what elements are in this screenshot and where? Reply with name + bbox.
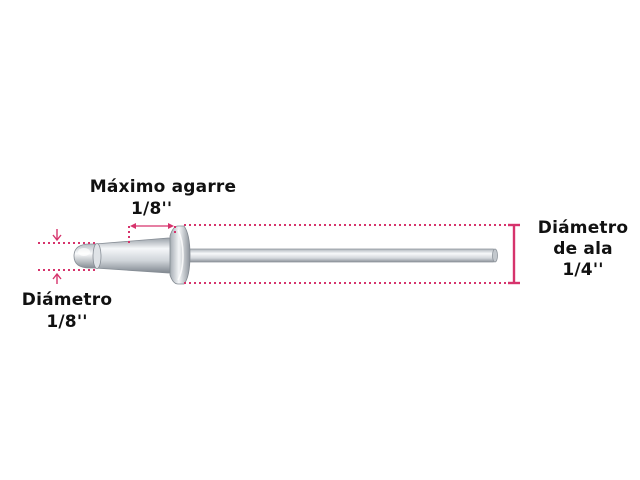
rivet — [73, 225, 498, 285]
shank-top-arrow-icon — [52, 229, 62, 242]
rivet-mandrel-head-highlight — [78, 248, 90, 256]
grip-value: 1/8'' — [131, 199, 173, 219]
shank-bottom-arrow-icon — [52, 272, 62, 284]
flange-diameter-title-line2: de ala — [553, 239, 613, 259]
flange-diameter-title-line1: Diámetro — [537, 218, 629, 238]
shank-diameter-title: Diámetro — [21, 290, 113, 310]
grip-title: Máximo agarre — [89, 177, 237, 197]
shank-diameter-label: Diámetro 1/8'' — [12, 290, 122, 333]
rivet-flange-highlight — [177, 229, 184, 281]
rivet-shank-lip — [92, 243, 102, 269]
rivet-mandrel-end — [492, 248, 498, 263]
rivet-shank — [94, 237, 173, 274]
shank-diameter-value: 1/8'' — [46, 312, 88, 332]
grip-arrow-right-icon — [168, 223, 174, 229]
flange-diameter-label: Diámetro de ala 1/4'' — [528, 218, 638, 281]
grip-label: Máximo agarre — [78, 177, 248, 198]
rivet-mandrel — [182, 248, 496, 263]
grip-arrow-left-icon — [130, 223, 136, 229]
flange-diameter-value: 1/4'' — [562, 260, 604, 280]
dimension-lines — [38, 223, 520, 285]
